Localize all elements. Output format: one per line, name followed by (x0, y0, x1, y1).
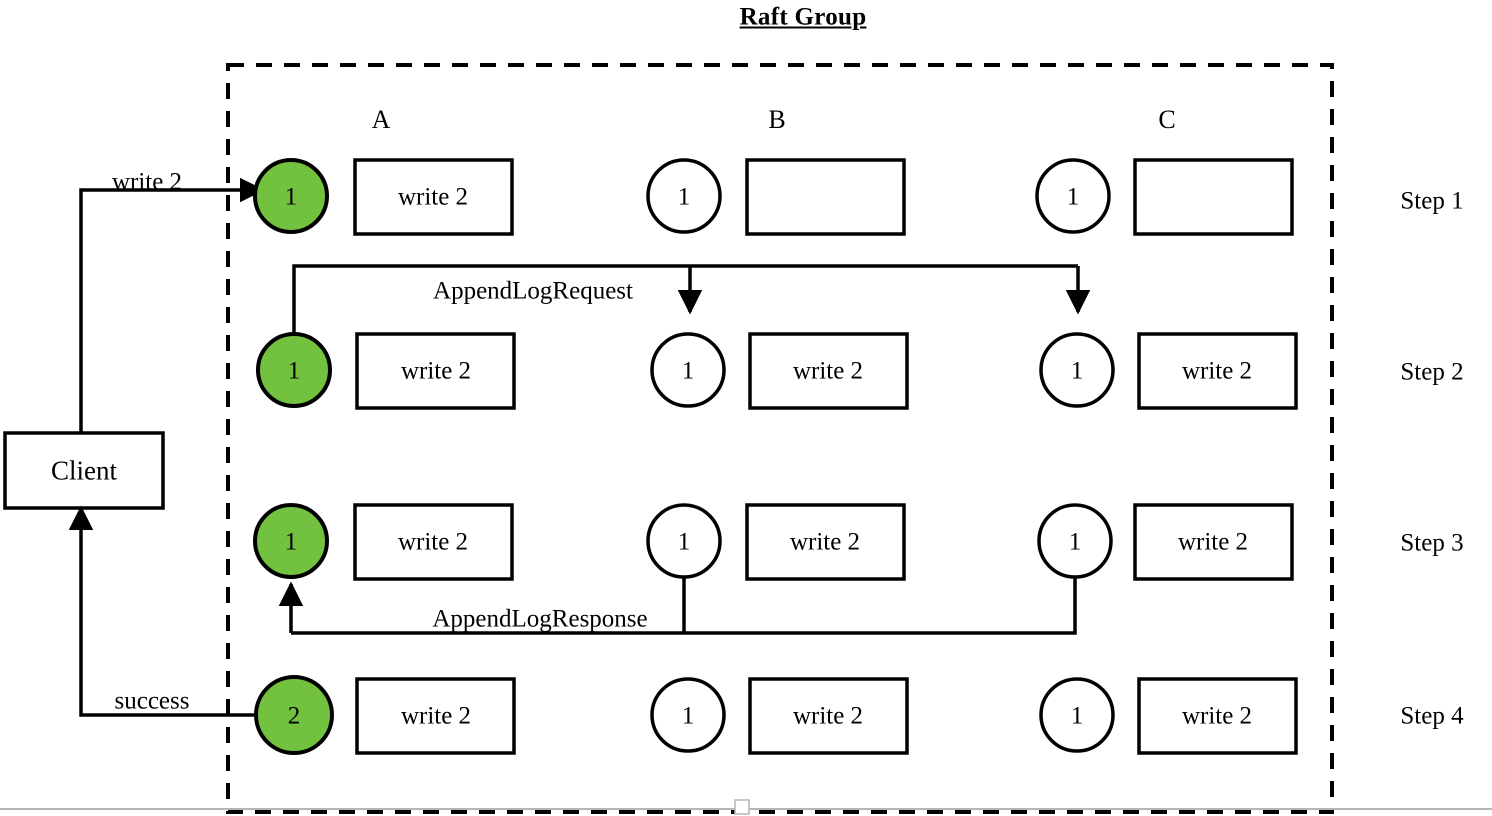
node-A-step2 (256, 332, 332, 408)
node-term-A-step1: 1 (284, 183, 298, 211)
page-title: Raft Group (739, 3, 867, 31)
node-term-A-step2: 1 (287, 357, 301, 385)
log-entry-C-step2: write 2 (1181, 357, 1253, 385)
log-A-step2 (355, 332, 516, 410)
log-C-step3 (1133, 503, 1294, 581)
log-entry-A-step2: write 2 (400, 357, 472, 385)
client-response-label: success (114, 687, 190, 715)
log-entry-A-step1: write 2 (397, 183, 469, 211)
client-request-arrow (79, 188, 238, 433)
log-entry-C-step3: write 2 (1177, 528, 1249, 556)
append-response-trunk (291, 577, 1077, 635)
client-label: Client (51, 455, 117, 486)
step-label-2: Step 2 (1400, 358, 1464, 386)
node-term-C-step2: 1 (1070, 357, 1084, 385)
log-B-step4 (748, 677, 909, 755)
log-entry-A-step4: write 2 (400, 702, 472, 730)
column-header-A: A (371, 105, 391, 134)
client-request-label: write 2 (111, 168, 183, 196)
log-B-step1 (745, 158, 906, 236)
node-term-B-step1: 1 (677, 183, 691, 211)
log-A-step3 (353, 503, 514, 581)
log-entry-B-step3: write 2 (789, 528, 861, 556)
append-request-trunk (292, 264, 1078, 332)
client-response-line (79, 520, 262, 717)
node-term-B-step4: 1 (681, 702, 695, 730)
log-entry-B-step2: write 2 (792, 357, 864, 385)
log-C-step4 (1137, 677, 1298, 755)
log-B-step2 (748, 332, 909, 410)
node-B-step2 (650, 332, 726, 408)
node-term-C-step4: 1 (1070, 702, 1084, 730)
node-B-step4 (650, 677, 726, 753)
node-B-step1 (646, 158, 722, 234)
node-term-A-step4: 2 (287, 702, 301, 730)
node-A-step1 (253, 158, 329, 234)
step-label-3: Step 3 (1400, 529, 1464, 557)
log-B-step3 (745, 503, 906, 581)
log-A-step4 (355, 677, 516, 755)
node-term-B-step2: 1 (681, 357, 695, 385)
log-A-step1 (353, 158, 514, 236)
step-label-4: Step 4 (1400, 702, 1464, 730)
node-A-step4 (254, 675, 334, 755)
node-term-B-step3: 1 (677, 528, 691, 556)
page-bottom-marker (734, 799, 750, 815)
append-request-label: AppendLogRequest (433, 277, 633, 305)
node-term-C-step1: 1 (1066, 183, 1080, 211)
append-response-label: AppendLogResponse (432, 605, 648, 633)
node-C-step4 (1039, 677, 1115, 753)
log-C-step1 (1133, 158, 1294, 236)
column-header-B: B (768, 105, 786, 134)
node-A-step3 (253, 503, 329, 579)
node-C-step2 (1039, 332, 1115, 408)
log-entry-C-step4: write 2 (1181, 702, 1253, 730)
node-C-step1 (1035, 158, 1111, 234)
log-entry-A-step3: write 2 (397, 528, 469, 556)
log-C-step2 (1137, 332, 1298, 410)
column-header-C: C (1158, 105, 1176, 134)
log-entry-B-step4: write 2 (792, 702, 864, 730)
node-term-C-step3: 1 (1068, 528, 1082, 556)
step-label-1: Step 1 (1400, 187, 1464, 215)
node-term-A-step3: 1 (284, 528, 298, 556)
